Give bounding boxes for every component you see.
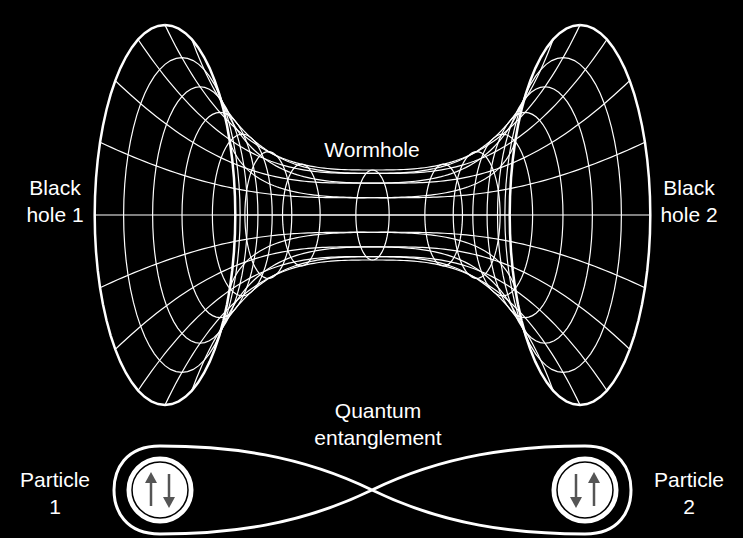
wormhole-mesh xyxy=(95,25,651,405)
black-hole-label: Black hole 1 xyxy=(17,174,93,228)
particle-1-symbol xyxy=(128,458,192,522)
spin-arrowhead xyxy=(163,497,175,508)
particle-label: Particle 1 xyxy=(13,466,97,520)
mesh-line xyxy=(165,260,580,405)
spin-arrow xyxy=(150,480,153,506)
mesh-line xyxy=(138,39,553,173)
entanglement-loop xyxy=(114,446,631,534)
mesh-line xyxy=(115,247,530,350)
spin-arrow xyxy=(593,480,596,506)
mesh-line xyxy=(100,232,515,287)
spin-arrowhead xyxy=(570,497,582,508)
particle-label: Particle 2 xyxy=(647,466,731,520)
particle-2-symbol xyxy=(553,458,617,522)
mesh-line xyxy=(215,81,630,184)
mesh-line xyxy=(115,81,530,184)
wormhole-label: Wormhole xyxy=(302,136,442,163)
particle-circle xyxy=(553,458,617,522)
particle-inner-ring xyxy=(557,462,613,518)
spin-arrowhead xyxy=(145,472,157,483)
entanglement-label: Quantum entanglement xyxy=(308,397,448,451)
mesh-line xyxy=(230,142,645,197)
spin-arrow xyxy=(575,474,578,500)
spin-arrow xyxy=(168,474,171,500)
mesh-line xyxy=(165,25,580,170)
black-hole-label: Black hole 2 xyxy=(651,174,727,228)
spin-arrowhead xyxy=(588,472,600,483)
mesh-line xyxy=(138,257,553,391)
mesh-line xyxy=(95,214,510,215)
particle-circle xyxy=(128,458,192,522)
particle-inner-ring xyxy=(132,462,188,518)
